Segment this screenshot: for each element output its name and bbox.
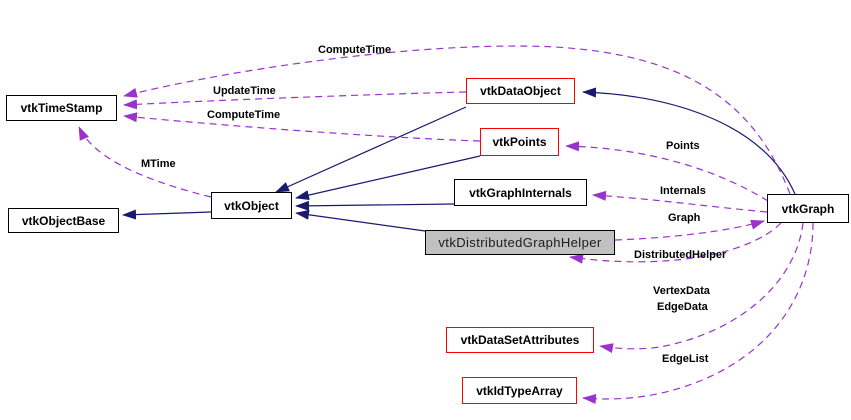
edge-usage-graph-vtkdistributedgraphhelper-to-vtkgraph: [614, 219, 765, 241]
node-vtkdatasetattributes[interactable]: vtkDataSetAttributes: [446, 327, 594, 353]
edge-usage-computetime-vtkgraph-to-vtktimestamp: [123, 45, 791, 195]
edge-inherit-vtkgraph-to-vtkdataobject: [582, 87, 796, 195]
node-vtkgraph[interactable]: vtkGraph: [767, 194, 849, 223]
node-vtkgraphinternals[interactable]: vtkGraphInternals: [454, 179, 587, 206]
edge-label-computetime-top: ComputeTime: [318, 44, 392, 56]
edge-inherit-vtkobject-to-vtkobjectbase: [122, 209, 212, 220]
node-vtkpoints[interactable]: vtkPoints: [480, 128, 559, 156]
edge-inherit-vtkpoints-to-vtkobject: [295, 155, 481, 200]
node-vtktimestamp[interactable]: vtkTimeStamp: [6, 95, 117, 121]
edge-label-computetime-mid: ComputeTime: [207, 109, 281, 121]
edge-usage-internals-vtkgraph-to-vtkgraphinternals: [592, 190, 768, 213]
edge-usage-computetime-vtkpoints-to-vtktimestamp: [123, 112, 481, 142]
node-label: vtkObjectBase: [21, 213, 106, 228]
edge-label-internals: Internals: [660, 185, 706, 197]
node-vtkidtypearray[interactable]: vtkIdTypeArray: [462, 377, 577, 404]
edge-usage-mtime-vtkobject-to-vtktimestamp: [78, 126, 212, 198]
edge-usage-points-vtkgraph-to-vtkpoints: [565, 141, 769, 202]
node-label: vtkObject: [224, 198, 279, 213]
edge-inherit-vtkdistributedgraphhelper-to-vtkobject: [295, 209, 426, 232]
node-label: vtkDataSetAttributes: [460, 333, 580, 347]
edge-label-edgedata: EdgeData: [657, 301, 708, 313]
node-vtkobject[interactable]: vtkObject: [211, 192, 292, 219]
node-label: vtkIdTypeArray: [476, 383, 563, 398]
node-vtkobjectbase[interactable]: vtkObjectBase: [8, 208, 119, 233]
edge-inherit-vtkdataobject-to-vtkobject: [275, 106, 467, 193]
node-label: vtkTimeStamp: [20, 101, 103, 115]
edge-usage-edgelist-vtkgraph-to-vtkidtypearray: [582, 222, 814, 405]
node-vtkdistributedgraphhelper: vtkDistributedGraphHelper: [425, 230, 615, 255]
node-label: vtkDataObject: [480, 84, 561, 98]
node-label: vtkDistributedGraphHelper: [438, 235, 602, 250]
node-label: vtkPoints: [492, 135, 547, 149]
edge-usage-distributedhelper-vtkgraph-to-vtkdistributedgraphhelper: [569, 222, 782, 264]
node-label: vtkGraphInternals: [469, 185, 572, 200]
edge-inherit-vtkgraphinternals-to-vtkobject: [295, 200, 455, 211]
edge-label-updatetime: UpdateTime: [213, 85, 276, 97]
node-vtkdataobject[interactable]: vtkDataObject: [466, 78, 575, 104]
edge-label-distributedhelper: DistributedHelper: [634, 249, 727, 261]
edge-label-graph: Graph: [668, 212, 701, 224]
edge-label-mtime: MTime: [141, 158, 176, 170]
edge-usage-vertexdata-edgedata-vtkgraph-to-vtkdatasetattributes: [599, 222, 804, 354]
edge-label-edgelist: EdgeList: [662, 353, 709, 365]
edge-usage-updatetime-vtkdataobject-to-vtktimestamp: [123, 91, 467, 110]
edge-label-vertexdata: VertexData: [653, 285, 710, 297]
edge-label-points: Points: [666, 140, 700, 152]
node-label: vtkGraph: [781, 201, 835, 216]
